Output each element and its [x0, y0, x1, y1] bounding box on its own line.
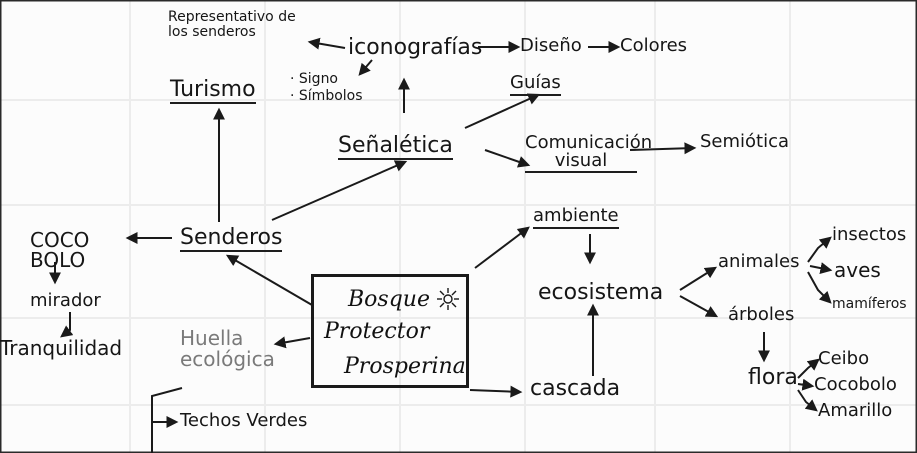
arrow-animales-aves: [809, 262, 833, 275]
arrow-huella-line: [151, 387, 183, 453]
node-animales: animales: [718, 251, 800, 272]
node-flora: flora: [748, 365, 798, 390]
node-representativo: Representativo de los senderos: [168, 9, 296, 41]
node-cascada: cascada: [530, 376, 621, 401]
node-arboles: árboles: [728, 304, 795, 325]
arrow-flora-ceibo: [797, 358, 820, 379]
arrow-center-ambiente: [474, 226, 530, 269]
center-line-3: Prosperina: [344, 354, 466, 379]
node-simbolos: · Símbolos: [290, 88, 363, 104]
node-aves: aves: [834, 258, 881, 282]
arrow-center-huella: [273, 336, 311, 349]
node-turismo: Turismo: [170, 78, 256, 105]
arrow-flora-amarillo: [797, 389, 818, 412]
arrow-animales-insectos: [807, 236, 832, 263]
node-colores: Colores: [620, 35, 688, 56]
node-guias: Guías: [510, 73, 561, 96]
node-tranquilidad: Tranquilidad: [0, 336, 123, 360]
node-signo: · Signo: [290, 71, 339, 87]
arrow-center-cascada: [469, 385, 523, 398]
center-line-1: Bosque: [348, 287, 430, 312]
arrow-flora-cocobolo: [797, 378, 815, 391]
node-cocobolo: Cocobolo: [814, 374, 897, 395]
arrow-iconografias-representativo: [307, 37, 346, 50]
node-ecosistema: ecosistema: [538, 280, 664, 305]
node-techos-verdes: Techos Verdes: [180, 410, 308, 431]
node-huella-ecologica: Huella ecológica: [180, 326, 275, 371]
node-mamiferos: mamíferos: [832, 296, 907, 312]
node-comunicacion-visual: Comunicación visual: [525, 132, 653, 173]
node-amarillo: Amarillo: [818, 400, 893, 421]
arrow-animales-mamiferos: [807, 271, 832, 304]
sun-logo-icon: [437, 288, 459, 310]
center-node-box: Bosque Protector Prosperina: [311, 274, 469, 388]
arrow-comunicacion-semiotica: [629, 142, 697, 155]
arrow-ecosistema-animales: [679, 266, 718, 291]
arrow-iconografias-signo: [358, 59, 373, 76]
node-senderos: Senderos: [180, 226, 283, 253]
node-mirador: mirador: [30, 290, 101, 311]
center-line-2: Protector: [324, 319, 430, 344]
arrow-senaletica-comunicacion: [484, 149, 531, 168]
arrow-senderos-senaletica: [271, 160, 408, 221]
node-ambiente: ambiente: [533, 206, 619, 229]
node-semiotica: Semiótica: [700, 131, 790, 152]
node-ceibo: Ceibo: [818, 348, 870, 369]
arrow-mirador-tranquilidad: [60, 312, 74, 338]
arrow-ecosistema-arboles: [679, 295, 719, 318]
node-coco-bolo: COCO BOLO: [30, 228, 90, 272]
node-insectos: insectos: [832, 224, 907, 245]
node-senaletica: Señalética: [338, 134, 453, 161]
arrow-center-senderos: [225, 254, 313, 306]
node-diseno: Diseño: [520, 35, 582, 56]
node-iconografias: iconografías: [348, 35, 483, 60]
arrow-senaletica-guias: [464, 93, 541, 129]
